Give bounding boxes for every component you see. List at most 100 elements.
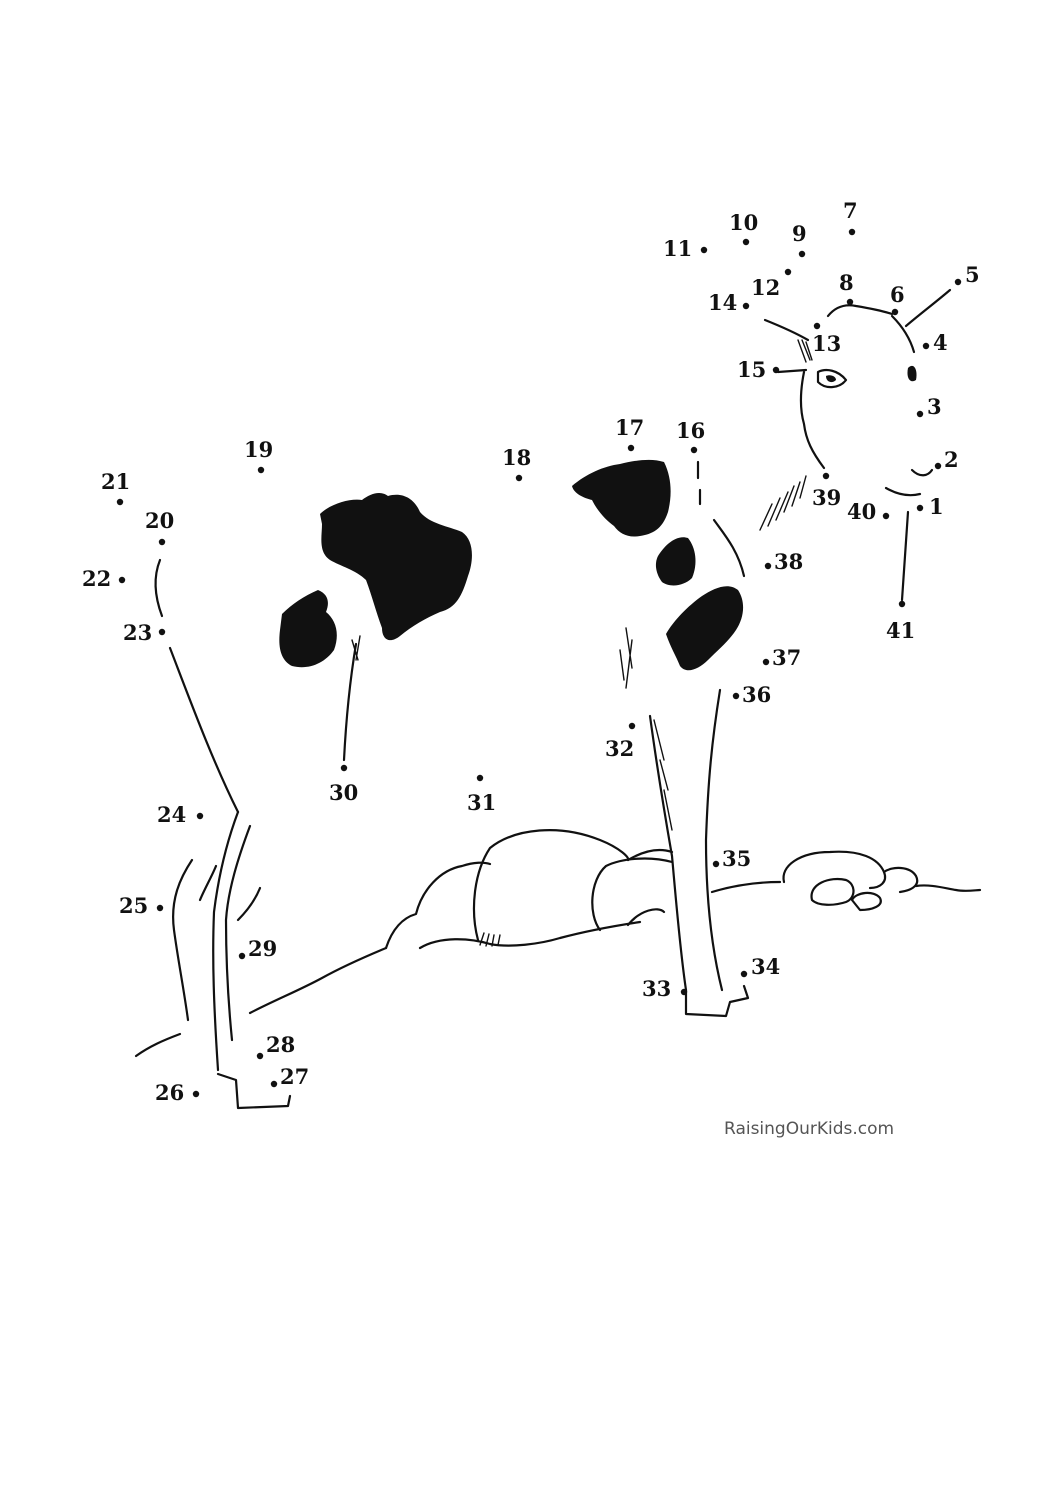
dot-38: 38 <box>764 549 803 574</box>
dot-label: 36 <box>742 682 771 707</box>
dot-label: 25 <box>119 893 148 918</box>
dot-label: 31 <box>467 790 496 815</box>
dot-marker <box>690 446 698 454</box>
dot-28: 28 <box>256 1032 295 1060</box>
dot-marker <box>732 692 740 700</box>
dot-18: 18 <box>502 445 531 482</box>
dot-label: 32 <box>605 736 634 761</box>
dot-label: 19 <box>244 437 273 462</box>
dot-32: 32 <box>605 722 636 761</box>
dot-marker <box>257 466 265 474</box>
dot-7: 7 <box>843 198 858 236</box>
dot-label: 12 <box>751 275 780 300</box>
dot-label: 9 <box>792 221 807 246</box>
dot-24: 24 <box>157 802 204 827</box>
dot-label: 21 <box>101 469 130 494</box>
dot-marker <box>916 504 924 512</box>
dot-label: 17 <box>615 415 644 440</box>
dot-17: 17 <box>615 415 644 452</box>
dot-marker <box>712 860 720 868</box>
dot-marker <box>627 444 635 452</box>
dot-marker <box>882 512 890 520</box>
dot-marker <box>628 722 636 730</box>
dot-21: 21 <box>101 469 130 506</box>
dot-25: 25 <box>119 893 164 918</box>
dot-5: 5 <box>954 262 980 287</box>
dot-37: 37 <box>762 645 801 670</box>
dot-label: 39 <box>812 485 841 510</box>
dot-41: 41 <box>886 600 915 643</box>
dot-marker <box>256 1052 264 1060</box>
dot-label: 26 <box>155 1080 184 1105</box>
dot-label: 5 <box>965 262 980 287</box>
dot-label: 27 <box>280 1064 309 1089</box>
dot-label: 38 <box>774 549 803 574</box>
dot-9: 9 <box>792 221 807 258</box>
dot-26: 26 <box>155 1080 200 1105</box>
ground-and-rocks <box>134 829 982 1058</box>
dot-marker <box>340 764 348 772</box>
dot-6: 6 <box>890 282 905 316</box>
dot-marker <box>898 600 906 608</box>
dot-label: 3 <box>927 394 942 419</box>
dot-27: 27 <box>270 1064 309 1089</box>
dot-label: 35 <box>722 846 751 871</box>
dot-8: 8 <box>839 270 854 306</box>
dot-label: 2 <box>944 447 959 472</box>
dot-label: 14 <box>708 290 737 315</box>
dot-30: 30 <box>329 764 358 805</box>
dot-label: 30 <box>329 780 358 805</box>
dot-marker <box>192 1090 200 1098</box>
dot-12: 12 <box>751 268 792 300</box>
dot-marker <box>742 302 750 310</box>
dot-4: 4 <box>922 330 948 355</box>
dot-label: 4 <box>933 330 948 355</box>
dot-label: 18 <box>502 445 531 470</box>
dot-label: 34 <box>751 954 780 979</box>
dot-label: 8 <box>839 270 854 295</box>
dot-label: 40 <box>847 499 876 524</box>
dot-label: 16 <box>676 418 705 443</box>
dot-23: 23 <box>123 620 166 645</box>
dot-marker <box>772 366 780 374</box>
dot-marker <box>515 474 523 482</box>
dot-marker <box>922 342 930 350</box>
dot-marker <box>238 952 246 960</box>
dot-marker <box>846 298 854 306</box>
dot-marker <box>916 410 924 418</box>
dot-label: 20 <box>145 508 174 533</box>
dot-label: 15 <box>737 357 766 382</box>
dot-label: 33 <box>642 976 671 1001</box>
dot-marker <box>934 462 942 470</box>
dot-16: 16 <box>676 418 705 454</box>
dot-label: 29 <box>248 936 277 961</box>
dot-marker <box>822 472 830 480</box>
dot-14: 14 <box>708 290 750 315</box>
dot-label: 6 <box>890 282 905 307</box>
cow-outline-fragments <box>154 288 952 1110</box>
dot-label: 13 <box>812 331 841 356</box>
dot-1: 1 <box>916 494 944 519</box>
dot-10: 10 <box>729 210 758 246</box>
dot-label: 10 <box>729 210 758 235</box>
dot-marker <box>118 576 126 584</box>
dot-marker <box>116 498 124 506</box>
dot-35: 35 <box>712 846 751 871</box>
dot-marker <box>196 812 204 820</box>
dot-marker <box>954 278 962 286</box>
dot-marker <box>700 246 708 254</box>
site-credit: RaisingOurKids.com <box>724 1119 894 1139</box>
dot-marker <box>742 238 750 246</box>
dot-40: 40 <box>847 499 890 524</box>
dot-22: 22 <box>82 566 126 591</box>
dot-19: 19 <box>244 437 273 474</box>
dot-label: 7 <box>843 198 858 223</box>
dot-marker <box>784 268 792 276</box>
dot-31: 31 <box>467 774 496 815</box>
dot-34: 34 <box>740 954 780 979</box>
dot-15: 15 <box>737 357 780 382</box>
numbered-dots: 1 2 3 4 5 6 7 8 9 10 11 12 13 14 15 16 1… <box>82 198 980 1105</box>
dot-marker <box>158 628 166 636</box>
cow-spots <box>279 459 744 671</box>
